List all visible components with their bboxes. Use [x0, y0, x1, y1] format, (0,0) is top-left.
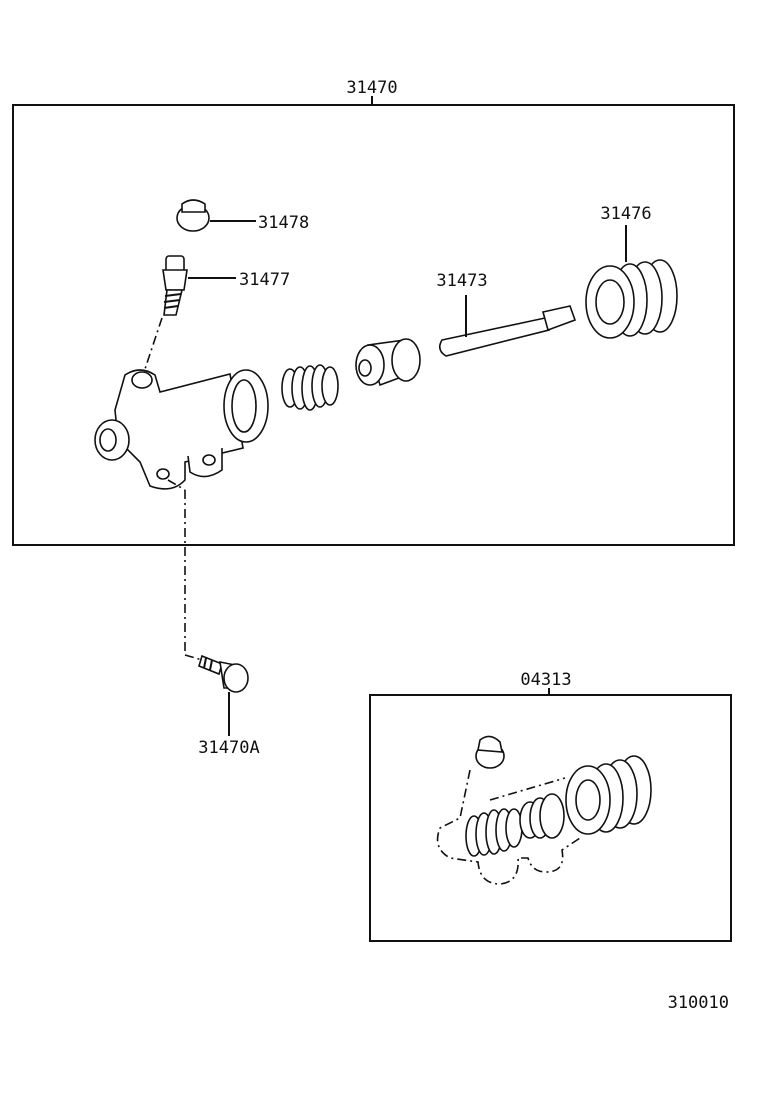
kit-frame [369, 688, 732, 942]
label-31470: 31470 [346, 78, 397, 98]
spring-part [281, 364, 339, 411]
diagram-number: 310010 [668, 993, 729, 1013]
bleeder-screw-part [141, 255, 236, 379]
piston-part [355, 338, 421, 387]
kit-contents [436, 735, 652, 885]
label-31478: 31478 [258, 213, 309, 233]
label-31476: 31476 [600, 204, 651, 224]
assembly-frame [12, 96, 735, 546]
bolt-part [198, 654, 249, 736]
label-31470A: 31470A [198, 738, 259, 758]
label-04313: 04313 [520, 670, 571, 690]
cylinder-body-part [94, 369, 269, 661]
boot-part [585, 225, 678, 339]
push-rod-part [438, 295, 577, 357]
label-31473: 31473 [436, 271, 487, 291]
bleeder-cap-part [176, 199, 256, 232]
label-31477: 31477 [239, 270, 290, 290]
